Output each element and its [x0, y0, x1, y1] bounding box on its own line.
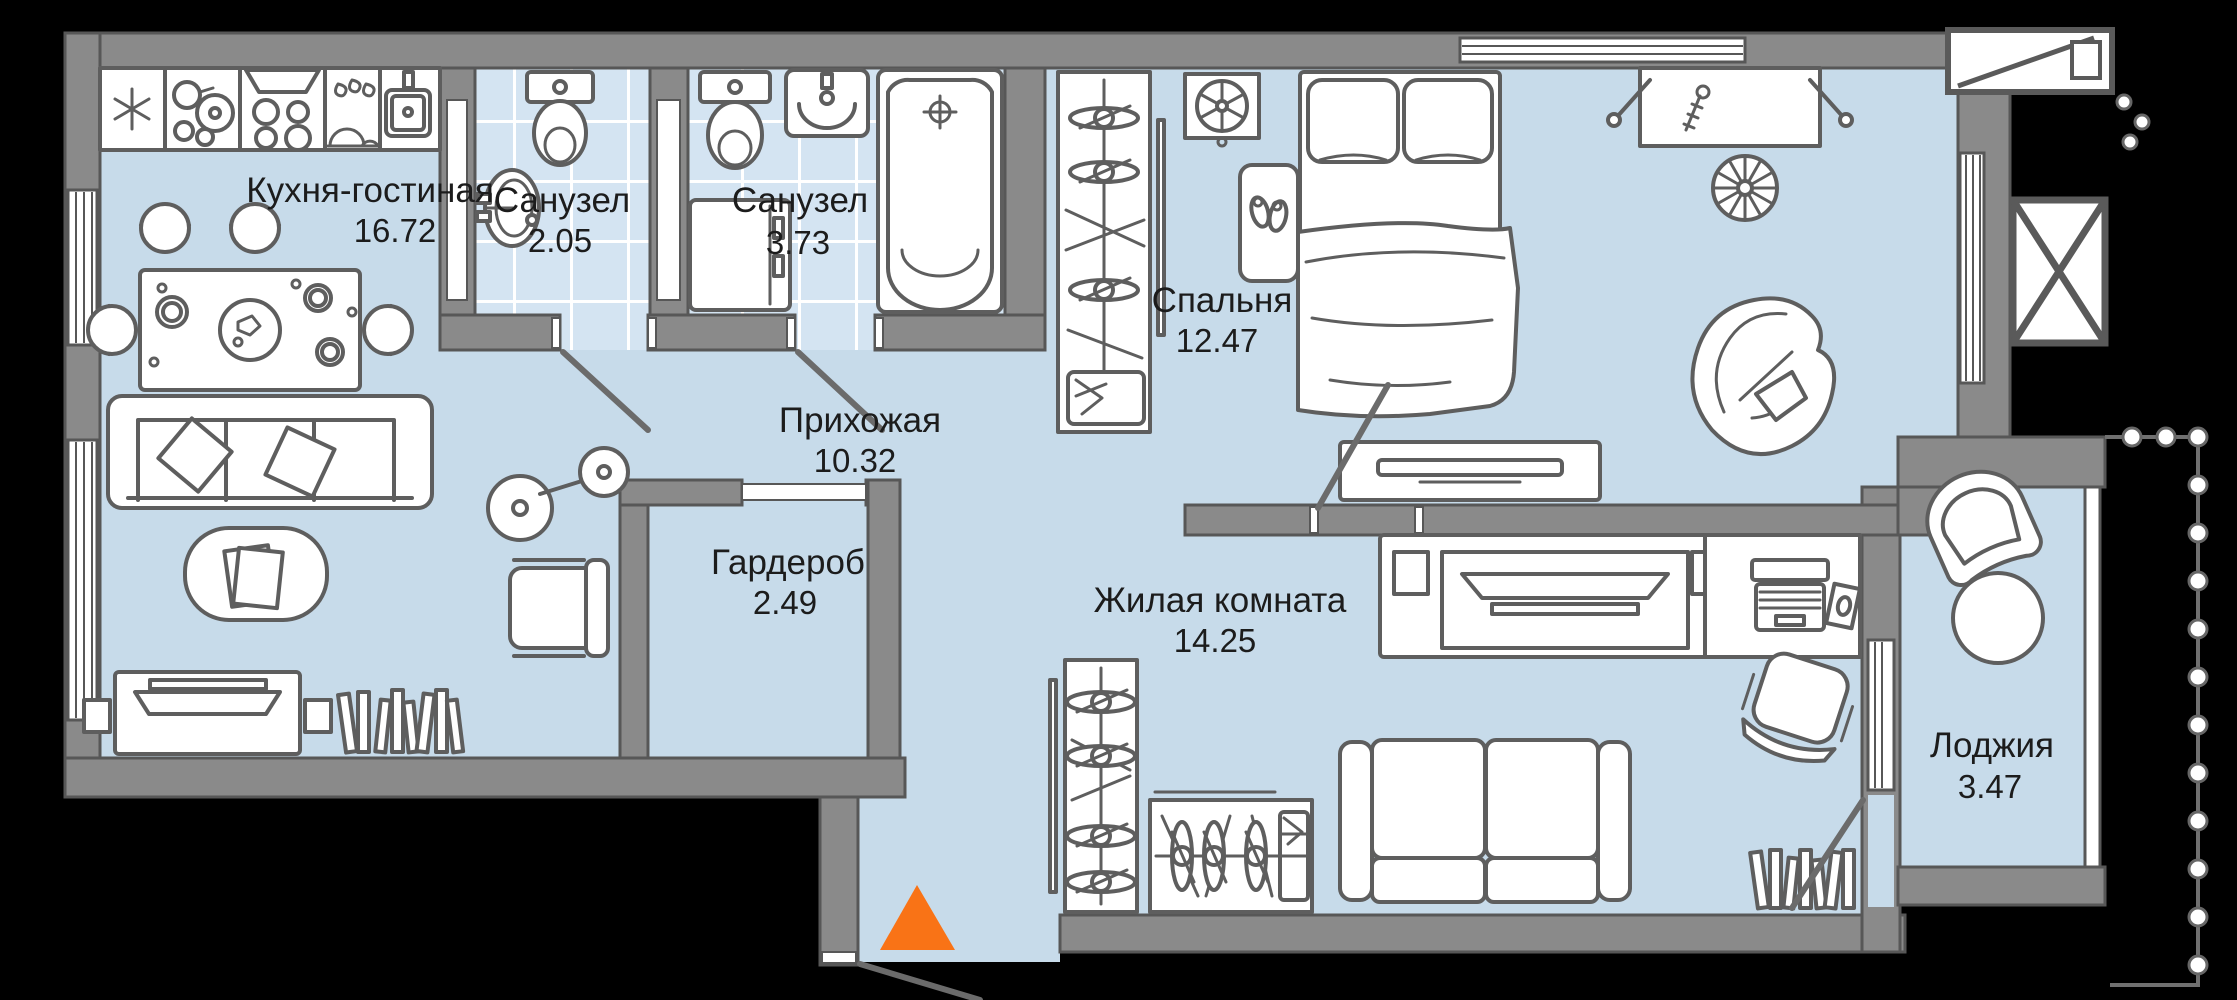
label-hallway: Прихожая [779, 401, 941, 440]
dining-table [86, 202, 414, 392]
windows [66, 36, 1986, 907]
ac-unit-icon [1945, 27, 2151, 151]
bed-icon [1296, 70, 1520, 419]
tv-stand-icon [82, 670, 333, 756]
armchair-icon [508, 558, 610, 658]
kitchen-counter [98, 66, 442, 152]
wall-wardrobe-top-a [618, 478, 744, 507]
office-chair-icon [1741, 651, 1855, 764]
window-kitchen-1 [66, 188, 99, 347]
wall-loggia-bottom [1896, 865, 2107, 907]
laptop-icon [1750, 558, 1830, 632]
pans-icon [172, 80, 235, 147]
window-kitchen-2 [66, 438, 99, 722]
door-loggia [1789, 797, 1866, 911]
walls [63, 31, 2107, 967]
wall-bath-bottom-a [438, 313, 562, 352]
mirror-icon [1156, 118, 1166, 337]
vanity-table-icon [1606, 66, 1854, 148]
wall-wardrobe-left [618, 478, 650, 760]
loggia-railing [2083, 426, 2209, 987]
area-kitchen-living: 16.72 [354, 212, 437, 249]
area-bathroom-big: 3.73 [766, 224, 830, 261]
shaft-inset [446, 99, 468, 301]
area-living-room: 14.25 [1174, 622, 1257, 659]
window-living-loggia [1866, 638, 1896, 792]
label-loggia: Лоджия [1930, 726, 2054, 765]
wall-bath-bottom-c [873, 313, 1047, 352]
wall-bottom-kitchen [63, 756, 907, 799]
door-bedroom [1315, 382, 1391, 511]
wall-wardrobe-right [866, 478, 902, 760]
living-sofa-icon [1338, 738, 1632, 904]
washbasin-icon [475, 168, 541, 248]
label-living-room: Жилая комната [1094, 581, 1347, 620]
door-entrance [857, 961, 983, 1000]
beanbag-chair-icon [1690, 296, 1837, 456]
loggia-table-icon [1951, 571, 2045, 665]
bathtub-icon [876, 68, 1004, 314]
drops-icon [326, 78, 382, 148]
toilet-icon [525, 70, 595, 167]
mousepad-icon [1824, 581, 1862, 631]
faucet-icon [384, 70, 432, 138]
wall-bedroom-living [1183, 503, 1960, 537]
door-bathroom-big [795, 349, 885, 433]
dresser-tv-icon [1378, 533, 1732, 659]
label-bedroom: Спальня [1152, 281, 1293, 320]
room-labels: Кухня-гостиная 16.72 Санузел 2.05 Санузе… [246, 171, 2054, 805]
sofa-icon [106, 394, 434, 510]
pouf-icon [1711, 154, 1779, 222]
wall-sink-icon [784, 68, 870, 138]
coffee-table-icon [183, 526, 329, 622]
area-hallway: 10.32 [814, 442, 897, 479]
washing-machine-icon [688, 198, 792, 312]
wall-bath2-right [1003, 66, 1047, 352]
bedroom-wardrobe-icon [1056, 70, 1152, 434]
entrance-marker [880, 885, 955, 950]
area-bedroom: 12.47 [1176, 322, 1259, 359]
area-loggia: 3.47 [1958, 768, 2022, 805]
window-bedroom-right [1958, 151, 1986, 385]
floor-lamp-icon [486, 446, 630, 542]
label-bathroom-small: Санузел [494, 181, 630, 220]
door-swings [560, 349, 1866, 1000]
label-bathroom-big: Санузел [732, 181, 868, 220]
ventilation-unit-icon [1183, 72, 1261, 148]
loggia-door-opening [1868, 795, 1894, 907]
bedroom-tv-stand-icon [1338, 440, 1602, 502]
desk-icon [1703, 533, 1862, 659]
wall-bath-bottom-b [646, 313, 797, 352]
shaft-box [2009, 196, 2109, 347]
wall-bottom-main [1058, 913, 1907, 954]
label-wardrobe: Гардероб [711, 543, 865, 582]
shaft-inset [656, 99, 681, 301]
hood-icon [244, 68, 321, 152]
entry-rack-tall-icon [1048, 658, 1139, 914]
door-bathroom-small [560, 349, 651, 433]
books-row-icon [336, 688, 466, 755]
toilet-icon [698, 70, 772, 170]
area-bathroom-small: 2.05 [528, 222, 592, 259]
label-kitchen-living: Кухня-гостиная [246, 171, 494, 210]
entry-rack-low-icon [1148, 790, 1314, 914]
loggia-chair-icon [1925, 469, 2043, 588]
fridge-snowflake-icon [113, 87, 151, 131]
nightstand-icon [1238, 163, 1300, 283]
window-bedroom-top [1458, 36, 1747, 64]
area-wardrobe: 2.49 [753, 584, 817, 621]
wall-entry-side [818, 795, 860, 967]
